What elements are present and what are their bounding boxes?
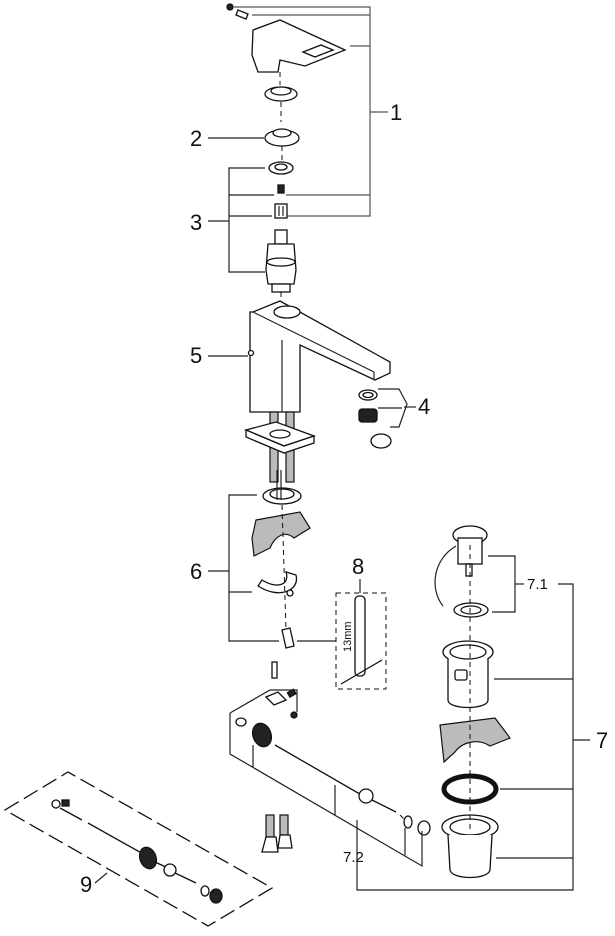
- callout-6: 6: [190, 559, 202, 584]
- callout-3-leaders: [208, 167, 274, 273]
- trim-ring: [264, 128, 300, 160]
- wrench-tool: [335, 579, 387, 690]
- callout-2: 2: [190, 126, 202, 151]
- callout-7-leaders: [356, 555, 590, 891]
- callout-3: 3: [190, 210, 202, 235]
- callout-8: 8: [352, 554, 364, 579]
- callout-6-leaders: [208, 494, 336, 642]
- connection-hoses: [261, 814, 293, 853]
- callout-1: 1: [390, 100, 402, 125]
- fixing-set: [251, 470, 311, 649]
- lever-handle-assembly: [226, 3, 347, 122]
- cartridge-assembly: [265, 161, 297, 302]
- pop-up-waste: [434, 525, 511, 879]
- callout-7-2-leaders: [229, 689, 423, 868]
- tool-dimension: 13mm: [342, 621, 354, 652]
- extension-set: [3, 771, 274, 927]
- callout-1-leaders: [234, 6, 388, 217]
- pop-up-rod: [235, 661, 431, 836]
- callout-7-1: 7.1: [527, 576, 548, 593]
- mixer-body: [243, 300, 391, 483]
- aerator-assembly: [358, 389, 392, 449]
- callout-4: 4: [418, 394, 430, 419]
- callout-4-leaders: [378, 388, 416, 428]
- callout-9: 9: [80, 872, 92, 897]
- callout-7: 7: [596, 728, 608, 753]
- callout-7-2: 7.2: [343, 849, 364, 866]
- callout-5: 5: [190, 343, 202, 368]
